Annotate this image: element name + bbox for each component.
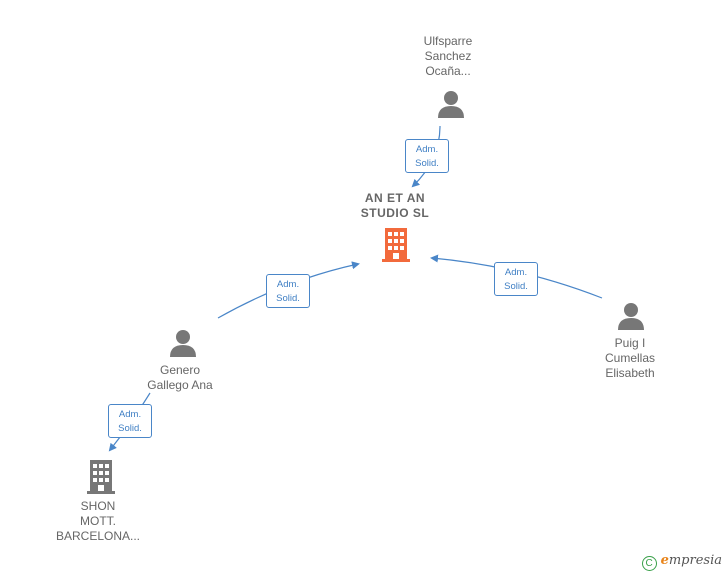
node-shon-line-2: MOTT. [80, 514, 116, 528]
node-shon-line-1: SHON [80, 499, 116, 513]
edge-label-genero-shon[interactable]: Adm. Solid. [108, 404, 152, 438]
person-icon[interactable] [616, 301, 646, 331]
edge-label-line-2: Solid. [118, 423, 142, 434]
person-icon[interactable] [168, 328, 198, 358]
node-genero-line-2: Gallego Ana [147, 378, 213, 392]
node-ulfsparre-line-2: Sanchez [424, 49, 472, 63]
brand-logo[interactable]: empresia [661, 553, 722, 568]
edge-label-ulfsparre-main[interactable]: Adm. Solid. [405, 139, 449, 173]
node-ulfsparre-label[interactable]: Ulfsparre Sanchez Ocaña... [398, 34, 498, 79]
node-puig-label[interactable]: Puig I Cumellas Elisabeth [580, 336, 680, 381]
edge-label-line-2: Solid. [276, 293, 300, 304]
edge-label-line-1: Adm. [504, 267, 528, 278]
edge-label-puig-main[interactable]: Adm. Solid. [494, 262, 538, 296]
node-puig-line-1: Puig I [614, 336, 646, 350]
node-ulfsparre-line-3: Ocaña... [425, 64, 471, 78]
node-shon-label[interactable]: SHON MOTT. BARCELONA... [48, 499, 148, 544]
building-icon[interactable] [85, 460, 117, 494]
copyright-icon: C [641, 556, 657, 571]
edge-label-genero-main[interactable]: Adm. Solid. [266, 274, 310, 308]
node-genero-line-1: Genero [159, 363, 201, 377]
edge-label-line-2: Solid. [415, 158, 439, 169]
brand-rest: mpresia [668, 553, 722, 568]
node-puig-line-3: Elisabeth [605, 366, 655, 380]
node-main-label[interactable]: AN ET AN STUDIO SL [345, 191, 445, 221]
node-main-line-2: STUDIO SL [360, 206, 430, 220]
edge-label-line-2: Solid. [504, 281, 528, 292]
node-main-line-1: AN ET AN [364, 191, 426, 205]
person-icon[interactable] [436, 89, 466, 119]
node-shon-line-3: BARCELONA... [55, 529, 141, 543]
brand-initial: e [660, 553, 669, 568]
edge-label-line-1: Adm. [276, 279, 300, 290]
edge-label-line-1: Adm. [415, 144, 439, 155]
node-puig-line-2: Cumellas [604, 351, 655, 365]
node-genero-label[interactable]: Genero Gallego Ana [130, 363, 230, 393]
node-ulfsparre-line-1: Ulfsparre [423, 34, 473, 48]
building-icon[interactable] [380, 228, 412, 262]
edge-label-line-1: Adm. [118, 409, 142, 420]
